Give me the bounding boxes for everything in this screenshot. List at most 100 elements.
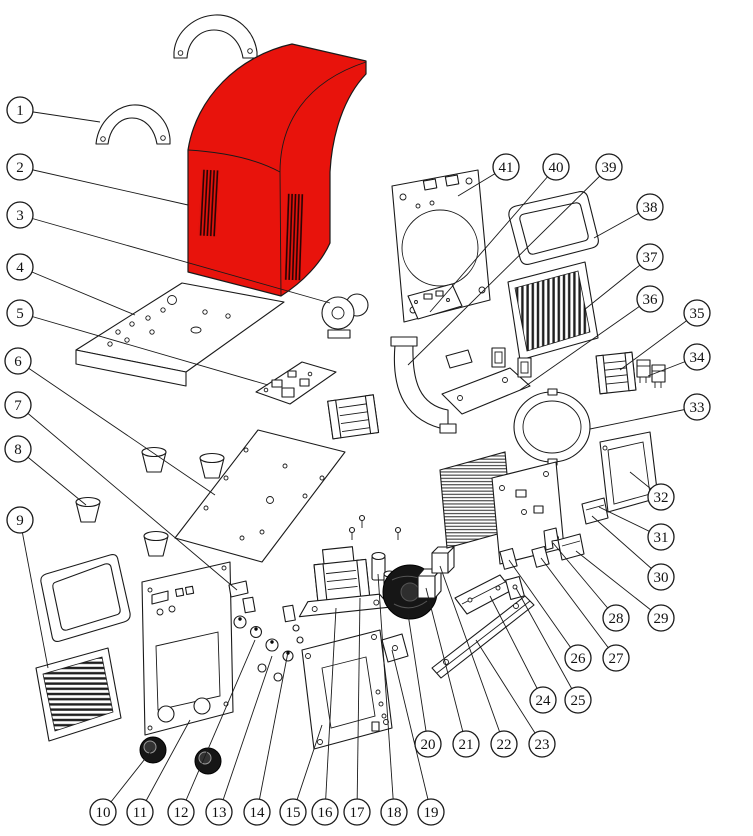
leader-line-28 bbox=[552, 542, 617, 619]
part-sheet-bracket bbox=[454, 574, 513, 615]
callout-7: 7 bbox=[4, 391, 32, 419]
callout-23: 23 bbox=[528, 730, 556, 758]
leader-line-8 bbox=[17, 448, 87, 506]
callout-35: 35 bbox=[683, 299, 711, 327]
callout-number-12: 12 bbox=[174, 805, 189, 821]
callout-number-4: 4 bbox=[16, 260, 24, 276]
callout-number-29: 29 bbox=[654, 611, 669, 627]
callout-balloon-29 bbox=[647, 604, 675, 632]
callout-number-6: 6 bbox=[14, 354, 22, 370]
leader-line-25 bbox=[515, 587, 579, 701]
callout-number-2: 2 bbox=[16, 160, 24, 176]
callout-number-20: 20 bbox=[421, 737, 436, 753]
callout-number-3: 3 bbox=[16, 208, 24, 224]
callout-balloon-17 bbox=[343, 798, 371, 826]
leader-line-2 bbox=[19, 166, 189, 206]
part-fan bbox=[381, 564, 438, 663]
callout-balloon-38 bbox=[636, 193, 664, 221]
callout-number-24: 24 bbox=[536, 693, 552, 709]
callout-33: 33 bbox=[683, 393, 711, 421]
callout-balloon-25 bbox=[564, 686, 592, 714]
callout-10: 10 bbox=[89, 798, 117, 826]
part-front-overlay-plate bbox=[301, 629, 393, 750]
callout-balloon-34 bbox=[683, 343, 711, 371]
callout-balloon-1 bbox=[6, 96, 34, 124]
callout-36: 36 bbox=[636, 285, 664, 313]
part-main-inductor bbox=[327, 394, 380, 440]
callout-balloon-39 bbox=[595, 153, 623, 181]
callout-number-37: 37 bbox=[643, 250, 659, 266]
leader-line-13 bbox=[218, 655, 273, 813]
leader-line-9 bbox=[19, 519, 49, 669]
callout-37: 37 bbox=[636, 243, 664, 271]
callout-balloon-16 bbox=[311, 798, 339, 826]
callout-13: 13 bbox=[205, 798, 233, 826]
callout-number-13: 13 bbox=[212, 805, 227, 821]
callout-15: 15 bbox=[279, 798, 307, 826]
leader-line-39 bbox=[407, 166, 610, 366]
leader-line-12 bbox=[180, 639, 256, 813]
callout-30: 30 bbox=[647, 563, 675, 591]
part-fan-ring bbox=[513, 388, 591, 466]
callout-1: 1 bbox=[6, 96, 34, 124]
leader-line-16 bbox=[324, 607, 337, 813]
part-heatsink bbox=[439, 451, 513, 549]
callout-balloon-33 bbox=[683, 393, 711, 421]
callout-16: 16 bbox=[311, 798, 339, 826]
part-rear-grille bbox=[507, 261, 599, 361]
part-power-pcb bbox=[255, 361, 337, 405]
callout-25: 25 bbox=[564, 686, 592, 714]
part-main-transformer bbox=[298, 546, 392, 618]
callout-balloon-37 bbox=[636, 243, 664, 271]
callout-24: 24 bbox=[529, 686, 557, 714]
callout-balloon-10 bbox=[89, 798, 117, 826]
callout-number-32: 32 bbox=[654, 490, 669, 506]
callout-number-21: 21 bbox=[459, 737, 474, 753]
leader-line-37 bbox=[583, 256, 651, 311]
callout-5: 5 bbox=[6, 299, 34, 327]
part-knob-cluster bbox=[233, 596, 304, 682]
part-air-duct bbox=[390, 336, 457, 434]
callout-39: 39 bbox=[595, 153, 623, 181]
callout-14: 14 bbox=[243, 798, 271, 826]
part-control-pcb bbox=[407, 283, 463, 320]
callout-balloon-41 bbox=[492, 153, 520, 181]
leader-line-29 bbox=[575, 550, 662, 619]
part-top-chassis-plate bbox=[75, 282, 285, 387]
callout-number-30: 30 bbox=[654, 570, 669, 586]
callout-balloon-19 bbox=[417, 798, 445, 826]
callout-number-19: 19 bbox=[424, 805, 439, 821]
callout-number-28: 28 bbox=[609, 611, 624, 627]
leader-line-17 bbox=[356, 597, 361, 813]
leader-line-40 bbox=[429, 166, 557, 313]
leader-line-20 bbox=[407, 613, 429, 745]
leader-line-7 bbox=[17, 404, 238, 591]
callout-40: 40 bbox=[542, 153, 570, 181]
callout-balloon-3 bbox=[6, 201, 34, 229]
leader-line-27 bbox=[540, 557, 617, 659]
part-mounting-brackets bbox=[499, 527, 559, 601]
part-fan-guard-frame bbox=[508, 191, 599, 265]
callout-11: 11 bbox=[126, 798, 154, 826]
part-side-handle bbox=[95, 104, 171, 145]
callout-balloon-18 bbox=[380, 798, 408, 826]
callout-balloon-26 bbox=[564, 644, 592, 672]
leader-line-23 bbox=[475, 639, 543, 745]
callout-number-33: 33 bbox=[690, 400, 705, 416]
callout-balloon-22 bbox=[490, 730, 518, 758]
part-rear-panel bbox=[391, 169, 491, 323]
callout-number-39: 39 bbox=[602, 160, 617, 176]
leader-line-4 bbox=[19, 266, 136, 316]
leader-line-6 bbox=[17, 360, 216, 496]
callout-19: 19 bbox=[417, 798, 445, 826]
part-cable-clamps bbox=[445, 347, 532, 378]
callout-number-26: 26 bbox=[571, 651, 587, 667]
callout-6: 6 bbox=[4, 347, 32, 375]
callout-balloon-11 bbox=[126, 798, 154, 826]
part-front-panel bbox=[141, 561, 234, 736]
leader-line-35 bbox=[619, 312, 698, 371]
callout-balloon-32 bbox=[647, 483, 675, 511]
callout-number-35: 35 bbox=[690, 306, 705, 322]
part-terminal-plates bbox=[557, 497, 609, 561]
callout-balloon-4 bbox=[6, 253, 34, 281]
